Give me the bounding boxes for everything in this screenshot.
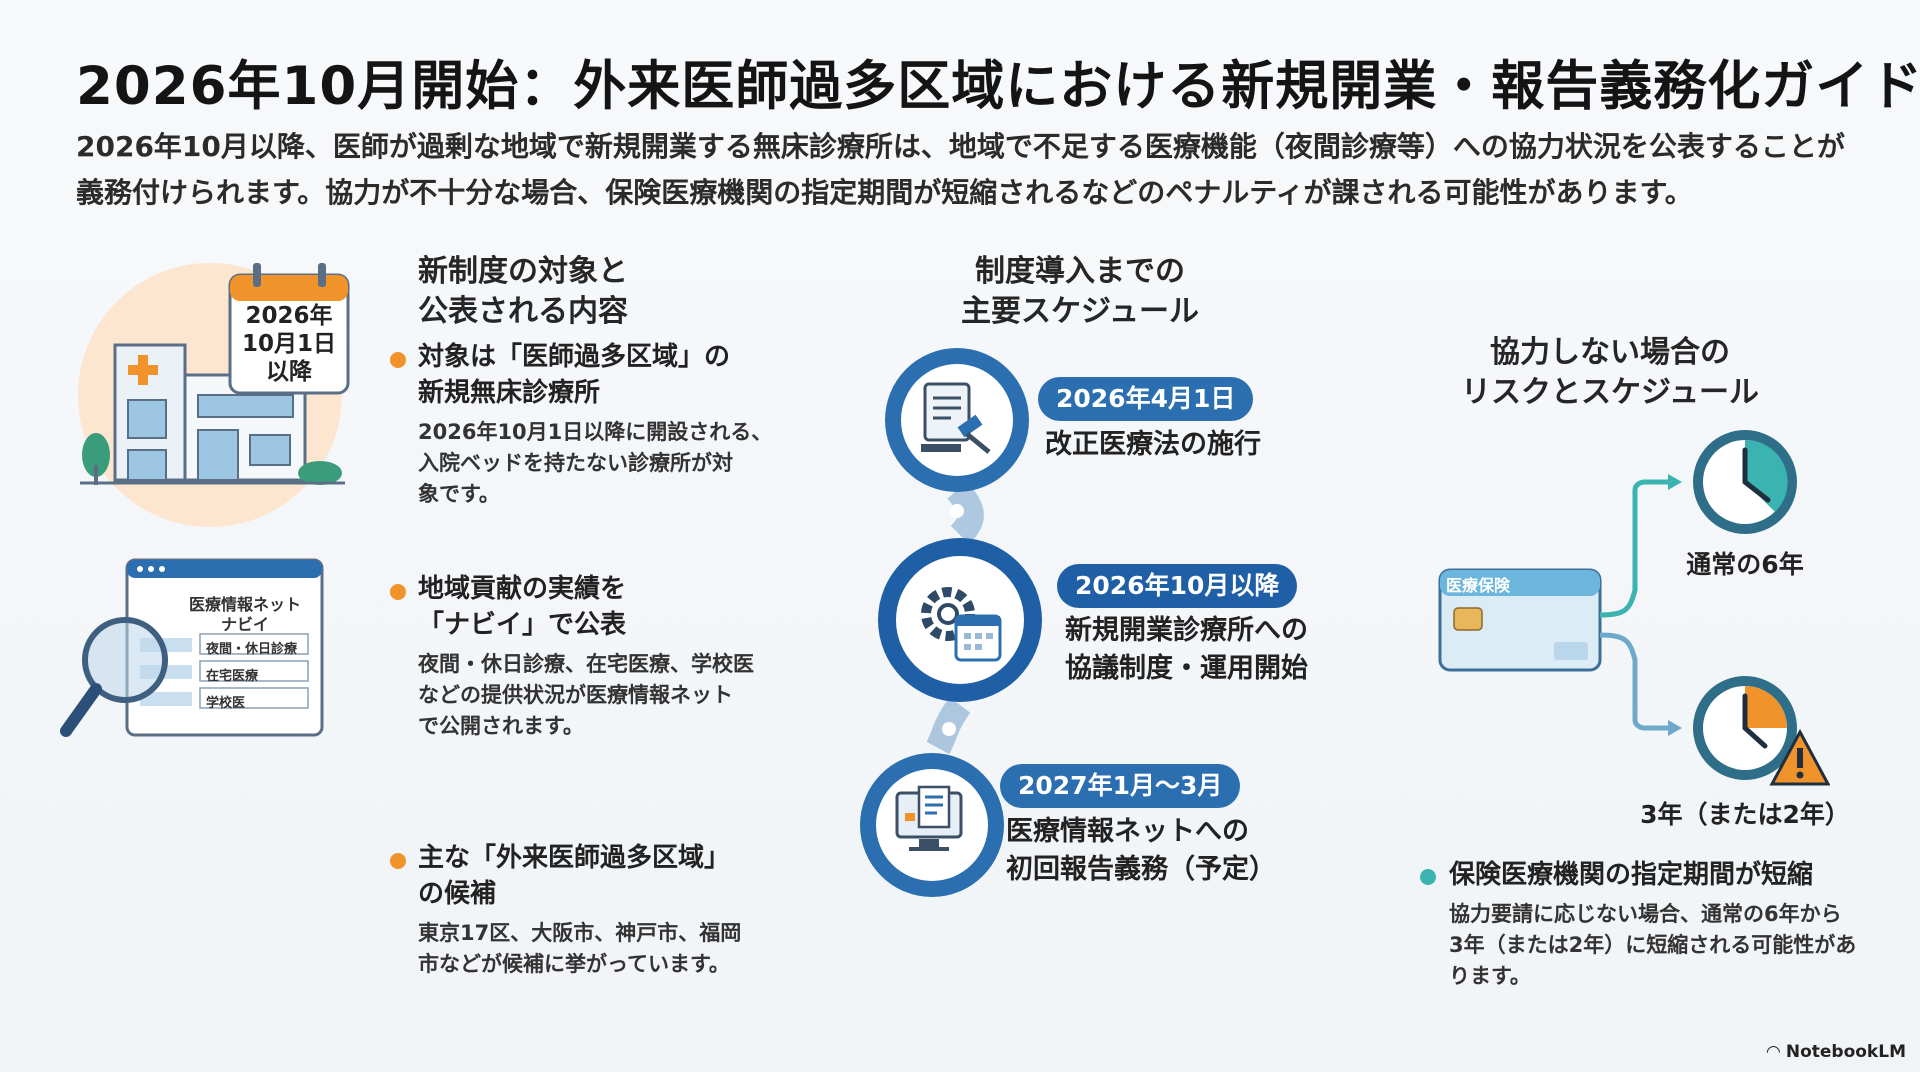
- timeline-date-pill: 2027年1月〜3月: [1000, 764, 1241, 808]
- right-bullet-body: ります。: [1449, 964, 1531, 988]
- bullet-head-line2: 新規無床診療所: [418, 378, 601, 408]
- timeline-label: 協議制度・運用開始: [1065, 653, 1308, 684]
- timeline-date-pill: 2026年4月1日: [1038, 377, 1254, 421]
- right-heading-line2: リスクとスケジュール: [1461, 375, 1759, 410]
- right-bullet-head: 保険医療機関の指定期間が短縮: [1449, 860, 1814, 890]
- bullet-head-line1: 主な「外来医師過多区域」: [418, 843, 731, 873]
- bullet-body: などの提供状況が医療情報ネット: [418, 683, 733, 707]
- gavel-document-icon: [921, 382, 991, 454]
- right-heading-line1: 協力しない場合の: [1490, 335, 1730, 370]
- left-heading-line1: 新制度の対象と: [418, 254, 628, 289]
- bullet-head-line2: 「ナビイ」で公表: [418, 610, 627, 640]
- naviy-item: 在宅医療: [206, 669, 259, 684]
- bullet-head-line1: 対象は「医師過多区域」の: [418, 342, 731, 372]
- risk-diagram: [1438, 430, 1830, 786]
- timeline-date-pill: 2026年10月以降: [1057, 564, 1298, 608]
- bullet-body: 東京17区、大阪市、神戸市、福岡: [418, 921, 742, 945]
- intro-text: 2026年10月以降、医師が過剰な地域で新規開業する無床診療所は、地域で不足する…: [76, 130, 1845, 209]
- calendar-year: 2026年: [245, 303, 333, 329]
- brand-watermark: ◠ NotebookLM: [1767, 1042, 1906, 1062]
- bullet-body: で公開されます。: [418, 714, 584, 738]
- bullet-body: 入院ベッドを持たない診療所が対: [418, 451, 733, 475]
- bullet-dot: [390, 853, 406, 869]
- bullet-dot: [1420, 869, 1436, 885]
- normal-period-label: 通常の6年: [1686, 550, 1804, 579]
- hospital-calendar-illustration: [78, 263, 350, 527]
- calendar-after: 以降: [266, 359, 312, 385]
- right-bullet-body: 3年（または2年）に短縮される可能性があ: [1449, 933, 1857, 957]
- left-heading-line2: 公表される内容: [418, 294, 628, 329]
- timeline-label: 改正医療法の施行: [1045, 429, 1261, 460]
- bullet-dot: [390, 352, 406, 368]
- gear-calendar-icon: [921, 587, 1002, 662]
- notebooklm-icon: ◠: [1766, 1042, 1786, 1062]
- naviy-title: 医療情報ネット: [188, 595, 301, 614]
- magnifier-window-illustration: [60, 558, 324, 737]
- naviy-item: 学校医: [206, 696, 246, 711]
- bullet-head-line2: の候補: [418, 879, 497, 909]
- bullet-body: 2026年10月1日以降に開設される、: [418, 420, 773, 444]
- bullet-body: 夜間・休日診療、在宅医療、学校医: [418, 652, 754, 676]
- brand-name: NotebookLM: [1785, 1042, 1906, 1062]
- naviy-sub: ナビイ: [220, 615, 269, 634]
- bullet-head-line1: 地域貢献の実績を: [418, 574, 627, 604]
- center-heading-line2: 主要スケジュール: [961, 294, 1199, 329]
- short-period-label: 3年（または2年）: [1640, 800, 1850, 829]
- page-title: 2026年10月開始：外来医師過多区域における新規開業・報告義務化ガイド: [76, 56, 1920, 117]
- right-bullet-body: 協力要請に応じない場合、通常の6年から: [1449, 902, 1842, 926]
- bullet-body: 象です。: [418, 482, 500, 506]
- computer-report-icon: [895, 785, 963, 851]
- calendar-date: 10月1日: [241, 331, 336, 357]
- timeline-label: 初回報告義務（予定）: [1006, 854, 1276, 885]
- center-heading-line1: 制度導入までの: [975, 254, 1185, 289]
- insurance-card-label: 医療保険: [1446, 576, 1511, 595]
- timeline-label: 新規開業診療所への: [1065, 615, 1308, 646]
- bullet-body: 市などが候補に挙がっています。: [418, 952, 730, 976]
- naviy-item: 夜間・休日診療: [206, 642, 298, 657]
- bullet-dot: [390, 584, 406, 600]
- timeline-label: 医療情報ネットへの: [1006, 816, 1249, 847]
